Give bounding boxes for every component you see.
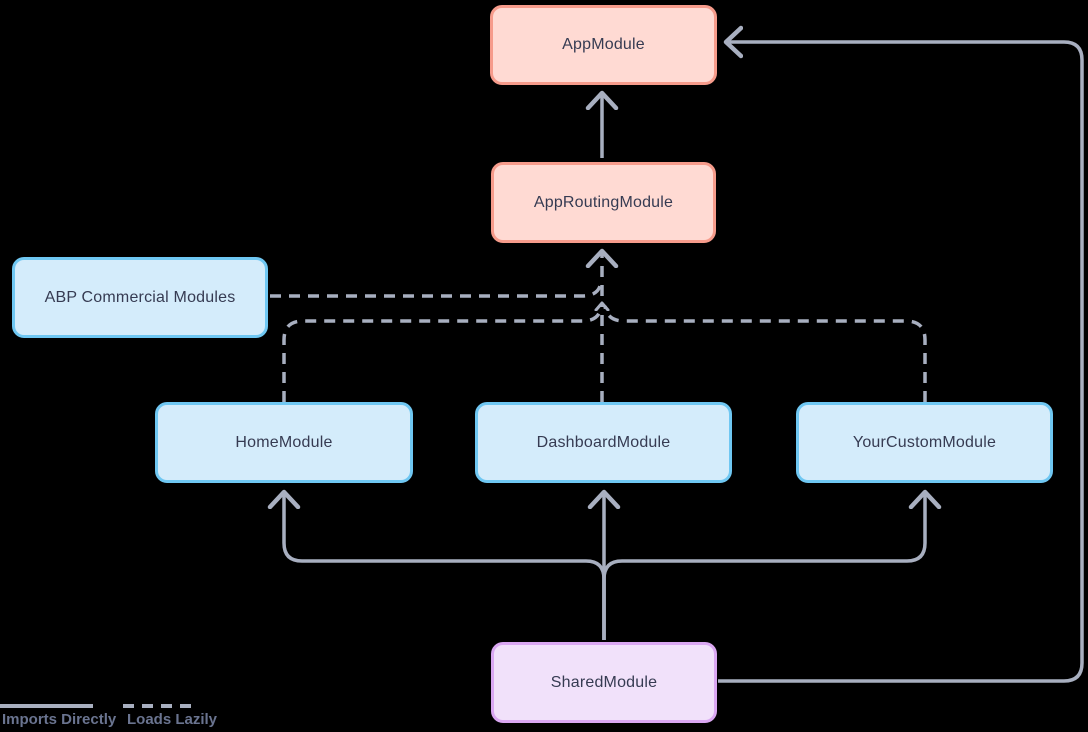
- node-approutingmodule: AppRoutingModule: [491, 162, 716, 243]
- edge-sharedmodule-to-yourcustommodule: [602, 492, 925, 640]
- node-homemodule: HomeModule: [155, 402, 413, 483]
- node-yourcustommodule-label: YourCustomModule: [852, 433, 997, 451]
- node-abp-commercial-modules-label: ABP Commercial Modules: [44, 288, 236, 306]
- node-approutingmodule-label: AppRoutingModule: [533, 193, 674, 211]
- node-sharedmodule: SharedModule: [491, 642, 717, 723]
- edge-sharedmodule-to-appmodule: [718, 42, 1084, 683]
- edge-abpmodules-to-approutingmodule-lazy: [270, 280, 603, 298]
- legend-imports-directly-label: Imports Directly: [2, 711, 117, 728]
- node-appmodule: AppModule: [490, 5, 717, 85]
- node-yourcustommodule: YourCustomModule: [796, 402, 1053, 483]
- node-abp-commercial-modules: ABP Commercial Modules: [12, 257, 268, 338]
- edge-homemodule-to-approutingmodule-lazy: [282, 305, 603, 402]
- node-appmodule-label: AppModule: [562, 36, 645, 53]
- node-homemodule-label: HomeModule: [235, 433, 333, 451]
- edge-sharedmodule-to-homemodule: [284, 492, 606, 640]
- node-dashboardmodule-label: DashboardModule: [536, 433, 671, 451]
- node-dashboardmodule: DashboardModule: [475, 402, 732, 483]
- legend-loads-lazily-label: Loads Lazily: [127, 711, 218, 728]
- edge-yourcustommodule-to-approutingmodule-lazy: [603, 305, 927, 402]
- node-sharedmodule-label: SharedModule: [550, 673, 658, 691]
